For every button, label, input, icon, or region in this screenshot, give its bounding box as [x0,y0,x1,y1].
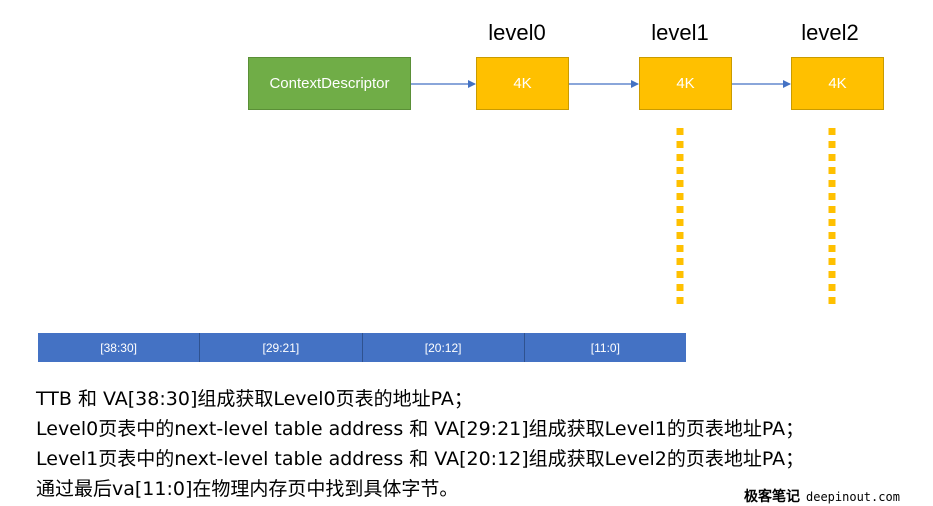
va-bitfield-bar: [38:30] [29:21] [20:12] [11:0] [38,333,686,362]
level2-title: level2 [801,20,859,45]
context-descriptor-label: ContextDescriptor [269,75,390,92]
context-descriptor-box: ContextDescriptor [248,57,411,110]
note-line-1: TTB 和 VA[38:30]组成获取Level0页表的地址PA； [36,388,473,410]
note-line-3: Level1页表中的next-level table address 和 VA[… [36,448,805,470]
explanation-notes: TTB 和 VA[38:30]组成获取Level0页表的地址PA； Level0… [36,384,931,504]
va-segment-29-21: [29:21] [200,333,363,362]
level1-box-label: 4K [676,75,695,92]
level0-title: level0 [488,20,546,45]
watermark-chinese: 极客笔记 [744,489,800,505]
level0-box-label: 4K [513,75,532,92]
va-segment-38-30: [38:30] [38,333,201,362]
level0-box: 4K [476,57,569,110]
va-segment-20-12: [20:12] [362,333,525,362]
level1-title: level1 [651,20,709,45]
note-line-2: Level0页表中的next-level table address 和 VA[… [36,418,805,440]
note-line-4: 通过最后va[11:0]在物理内存页中找到具体字节。 [36,478,459,500]
va-segment-11-0: [11:0] [524,333,686,362]
watermark-site: deepinout.com [806,490,900,504]
level1-box: 4K [639,57,732,110]
site-watermark: 极客笔记 deepinout.com [744,486,900,506]
level2-box: 4K [791,57,884,110]
level2-box-label: 4K [828,75,847,92]
